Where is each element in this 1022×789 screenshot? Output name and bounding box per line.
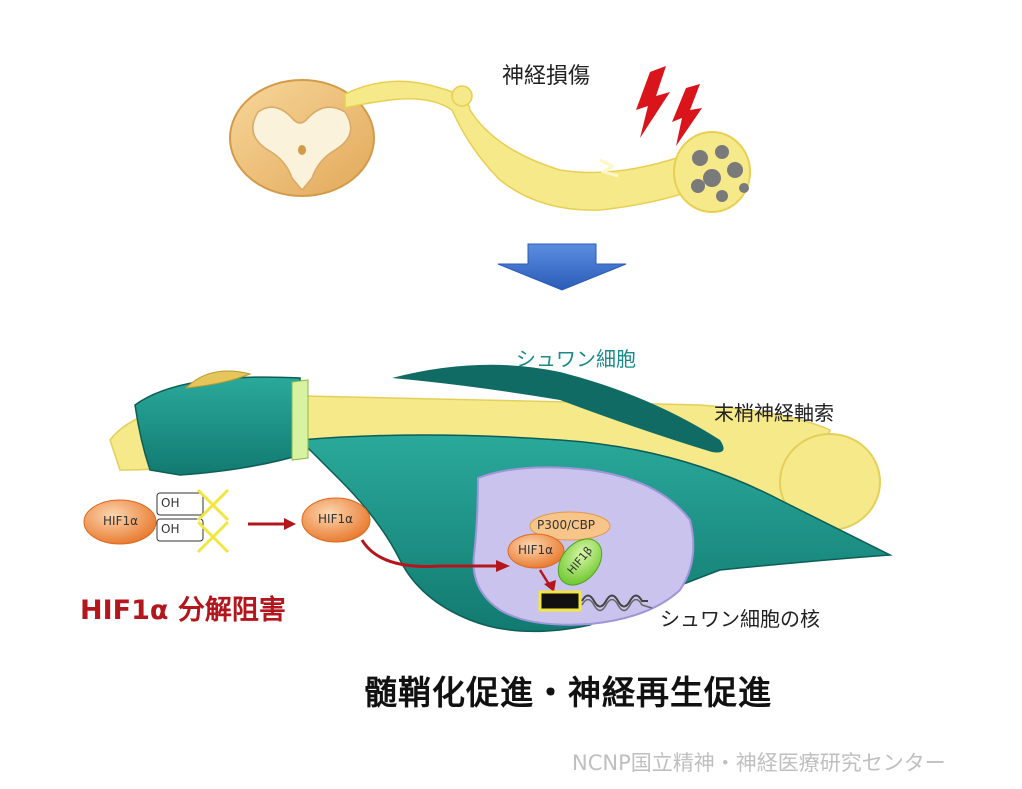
hif1a-label-nuclear: HIF1α bbox=[518, 543, 554, 557]
dna-strand bbox=[581, 594, 648, 608]
lightning-icon bbox=[636, 66, 702, 146]
hif1a-label-left: HIF1α bbox=[103, 514, 139, 528]
label-nerve-injury: 神経損傷 bbox=[502, 64, 591, 89]
label-schwann-cell: シュワン細胞 bbox=[516, 347, 636, 371]
red-arrow-curve bbox=[360, 539, 498, 568]
hif1a-molecule-nuclear bbox=[507, 533, 565, 569]
hif1a-molecule-left bbox=[83, 499, 157, 545]
hif1a-molecule-stabilized bbox=[301, 497, 371, 543]
oh-label-1: OH bbox=[161, 496, 180, 510]
down-arrow bbox=[497, 243, 627, 291]
label-hif-degradation-inhibition: HIF1α 分解阻害 bbox=[80, 595, 286, 626]
hif1a-label-stabilized: HIF1α bbox=[318, 512, 354, 526]
hif1a-hydroxylated-group bbox=[83, 488, 230, 554]
cross-mark-icon bbox=[196, 488, 230, 522]
p300-label: P300/CBP bbox=[537, 518, 596, 532]
oh-label-2: OH bbox=[161, 522, 180, 536]
spinal-cord-section bbox=[229, 79, 375, 197]
label-result: 髄鞘化促進・神経再生促進 bbox=[364, 673, 772, 712]
label-peripheral-axon: 末梢神経軸索 bbox=[714, 401, 834, 425]
gene-promoter-box bbox=[538, 590, 582, 612]
p300-cbp-complex bbox=[529, 511, 611, 541]
label-schwann-nucleus: シュワン細胞の核 bbox=[660, 607, 820, 631]
hif1b-molecule bbox=[557, 538, 603, 586]
label-credit: NCNP国立精神・神経医療研究センター bbox=[572, 751, 946, 775]
peripheral-nerve-fiber bbox=[344, 80, 751, 213]
cross-mark-icon bbox=[196, 520, 230, 554]
